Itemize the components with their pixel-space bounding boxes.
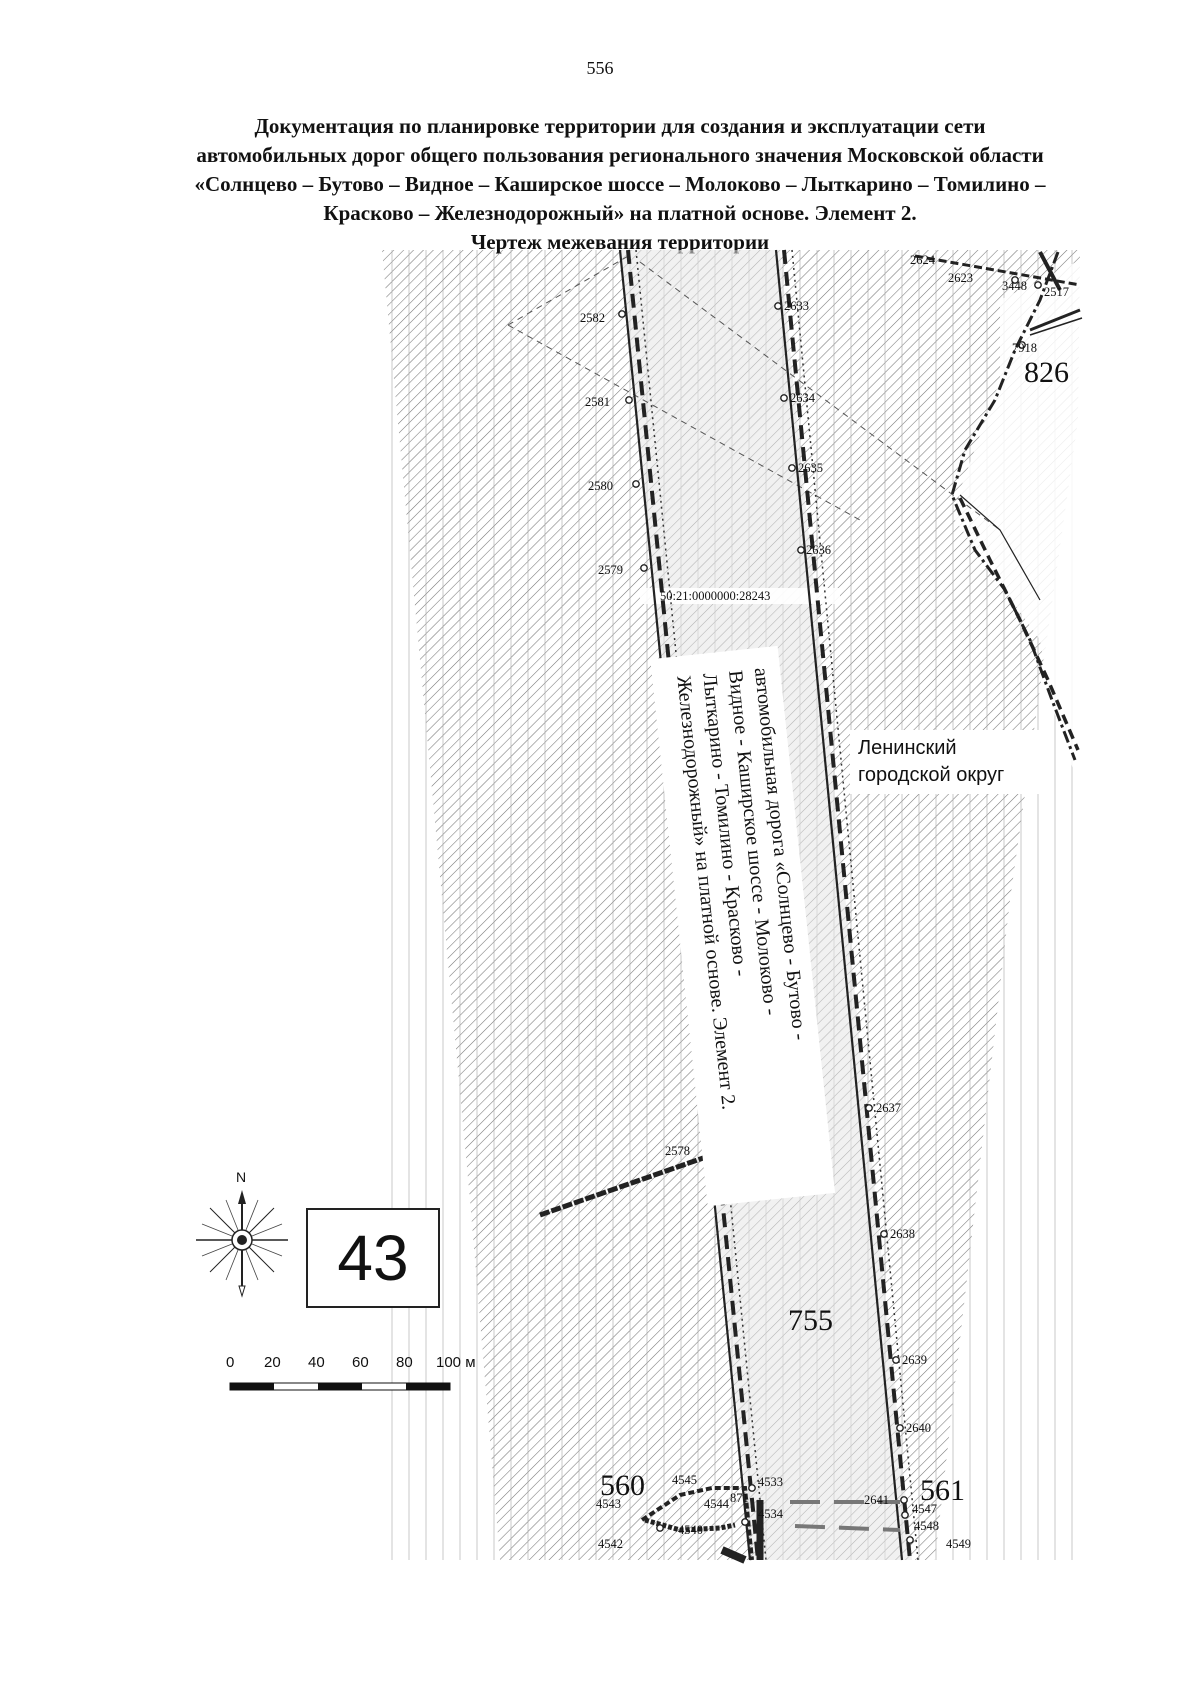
- point-label-2639: 2639: [902, 1353, 927, 1367]
- parcel-label-826: 826: [1024, 356, 1069, 389]
- scale-label-40: 40: [308, 1354, 325, 1371]
- title-line-3: «Солнцево – Бутово – Видное – Каширское …: [194, 172, 1046, 196]
- document-title: Документация по планировке территории дл…: [100, 112, 1140, 257]
- north-label: N: [236, 1169, 246, 1185]
- scale-label-100: 100 м: [436, 1354, 476, 1371]
- scale-label-0: 0: [226, 1354, 234, 1371]
- point-label-2578: 2578: [665, 1144, 690, 1158]
- cadastral-number-label: 50:21:0000000:28243: [660, 589, 770, 603]
- point-label-2635: 2635: [798, 461, 823, 475]
- point-label-2634: 2634: [790, 391, 816, 405]
- point-label-4547: 4547: [912, 1502, 937, 1516]
- point-label-2582: 2582: [580, 311, 605, 325]
- point-label-4543: 4543: [596, 1497, 621, 1511]
- sheet-number-box: 43: [306, 1208, 440, 1308]
- left-point-labels: 2582 2581 2580 2579 2578: [580, 311, 690, 1158]
- scale-bar: 0 20 40 60 80 100 м: [226, 1354, 476, 1391]
- parcel-label-561: 561: [920, 1474, 965, 1507]
- title-line-2: автомобильных дорог общего пользования р…: [196, 143, 1044, 167]
- district-label-box: [850, 730, 1040, 794]
- point-label-2637: 2637: [876, 1101, 901, 1115]
- point-label-4544: 4544: [704, 1497, 730, 1511]
- scale-label-60: 60: [352, 1354, 369, 1371]
- title-line-4: Красково – Железнодорожный» на платной о…: [323, 201, 917, 225]
- scale-label-80: 80: [396, 1354, 413, 1371]
- scale-label-20: 20: [264, 1354, 281, 1371]
- point-label-2580: 2580: [588, 479, 613, 493]
- point-label-2579: 2579: [598, 563, 623, 577]
- point-label-4548: 4548: [914, 1519, 939, 1533]
- point-label-2624: 2624: [910, 253, 936, 267]
- point-label-2640: 2640: [906, 1421, 931, 1435]
- bottom-point-labels: 4545 4533 4543 4544 871 4534 4540 4542 4…: [596, 1473, 971, 1551]
- west-spur-line: [539, 1154, 707, 1218]
- right-point-labels: 2633 2634 2635 2636 2637 2638 2639 2640 …: [784, 299, 931, 1507]
- point-label-7918: 7918: [1012, 341, 1037, 355]
- road-label: автомобильная дорога «Солнцево - Бутово …: [650, 645, 836, 1207]
- district-label-line-2: городской округ: [858, 764, 1004, 786]
- point-label-2641: 2641: [864, 1493, 889, 1507]
- parcel-labels: 826 755 560 561: [600, 356, 1069, 1507]
- point-label-4549: 4549: [946, 1537, 971, 1551]
- compass-rose-icon: N: [196, 1169, 288, 1298]
- district-label-line-1: Ленинский: [858, 737, 957, 759]
- parcel-label-755: 755: [788, 1304, 833, 1337]
- point-label-871: 871: [730, 1491, 749, 1505]
- point-label-2633: 2633: [784, 299, 809, 313]
- point-label-4540: 4540: [678, 1523, 703, 1537]
- point-label-2623: 2623: [948, 271, 973, 285]
- point-label-4542: 4542: [598, 1537, 623, 1551]
- unhatched-area-east: [955, 260, 1080, 790]
- right-boundary-line: [774, 249, 919, 1561]
- point-markers: [618, 276, 1042, 1544]
- point-label-4534: 4534: [758, 1507, 784, 1521]
- title-line-1: Документация по планировке территории дл…: [254, 114, 986, 138]
- point-label-4533: 4533: [758, 1475, 783, 1489]
- point-label-4545: 4545: [672, 1473, 697, 1487]
- northeast-boundary: [914, 251, 1083, 761]
- bottom-features: [640, 1486, 901, 1564]
- parcel-label-560: 560: [600, 1469, 645, 1502]
- top-right-point-labels: 2624 2623 3448 2517 7918: [910, 253, 1069, 355]
- point-label-3448: 3448: [1002, 279, 1027, 293]
- point-label-2638: 2638: [890, 1227, 915, 1241]
- point-label-2636: 2636: [806, 543, 831, 557]
- thin-dashed-lines: [507, 254, 1001, 531]
- point-label-2517: 2517: [1044, 285, 1069, 299]
- page-number: 556: [586, 58, 614, 78]
- point-label-2581: 2581: [585, 395, 610, 409]
